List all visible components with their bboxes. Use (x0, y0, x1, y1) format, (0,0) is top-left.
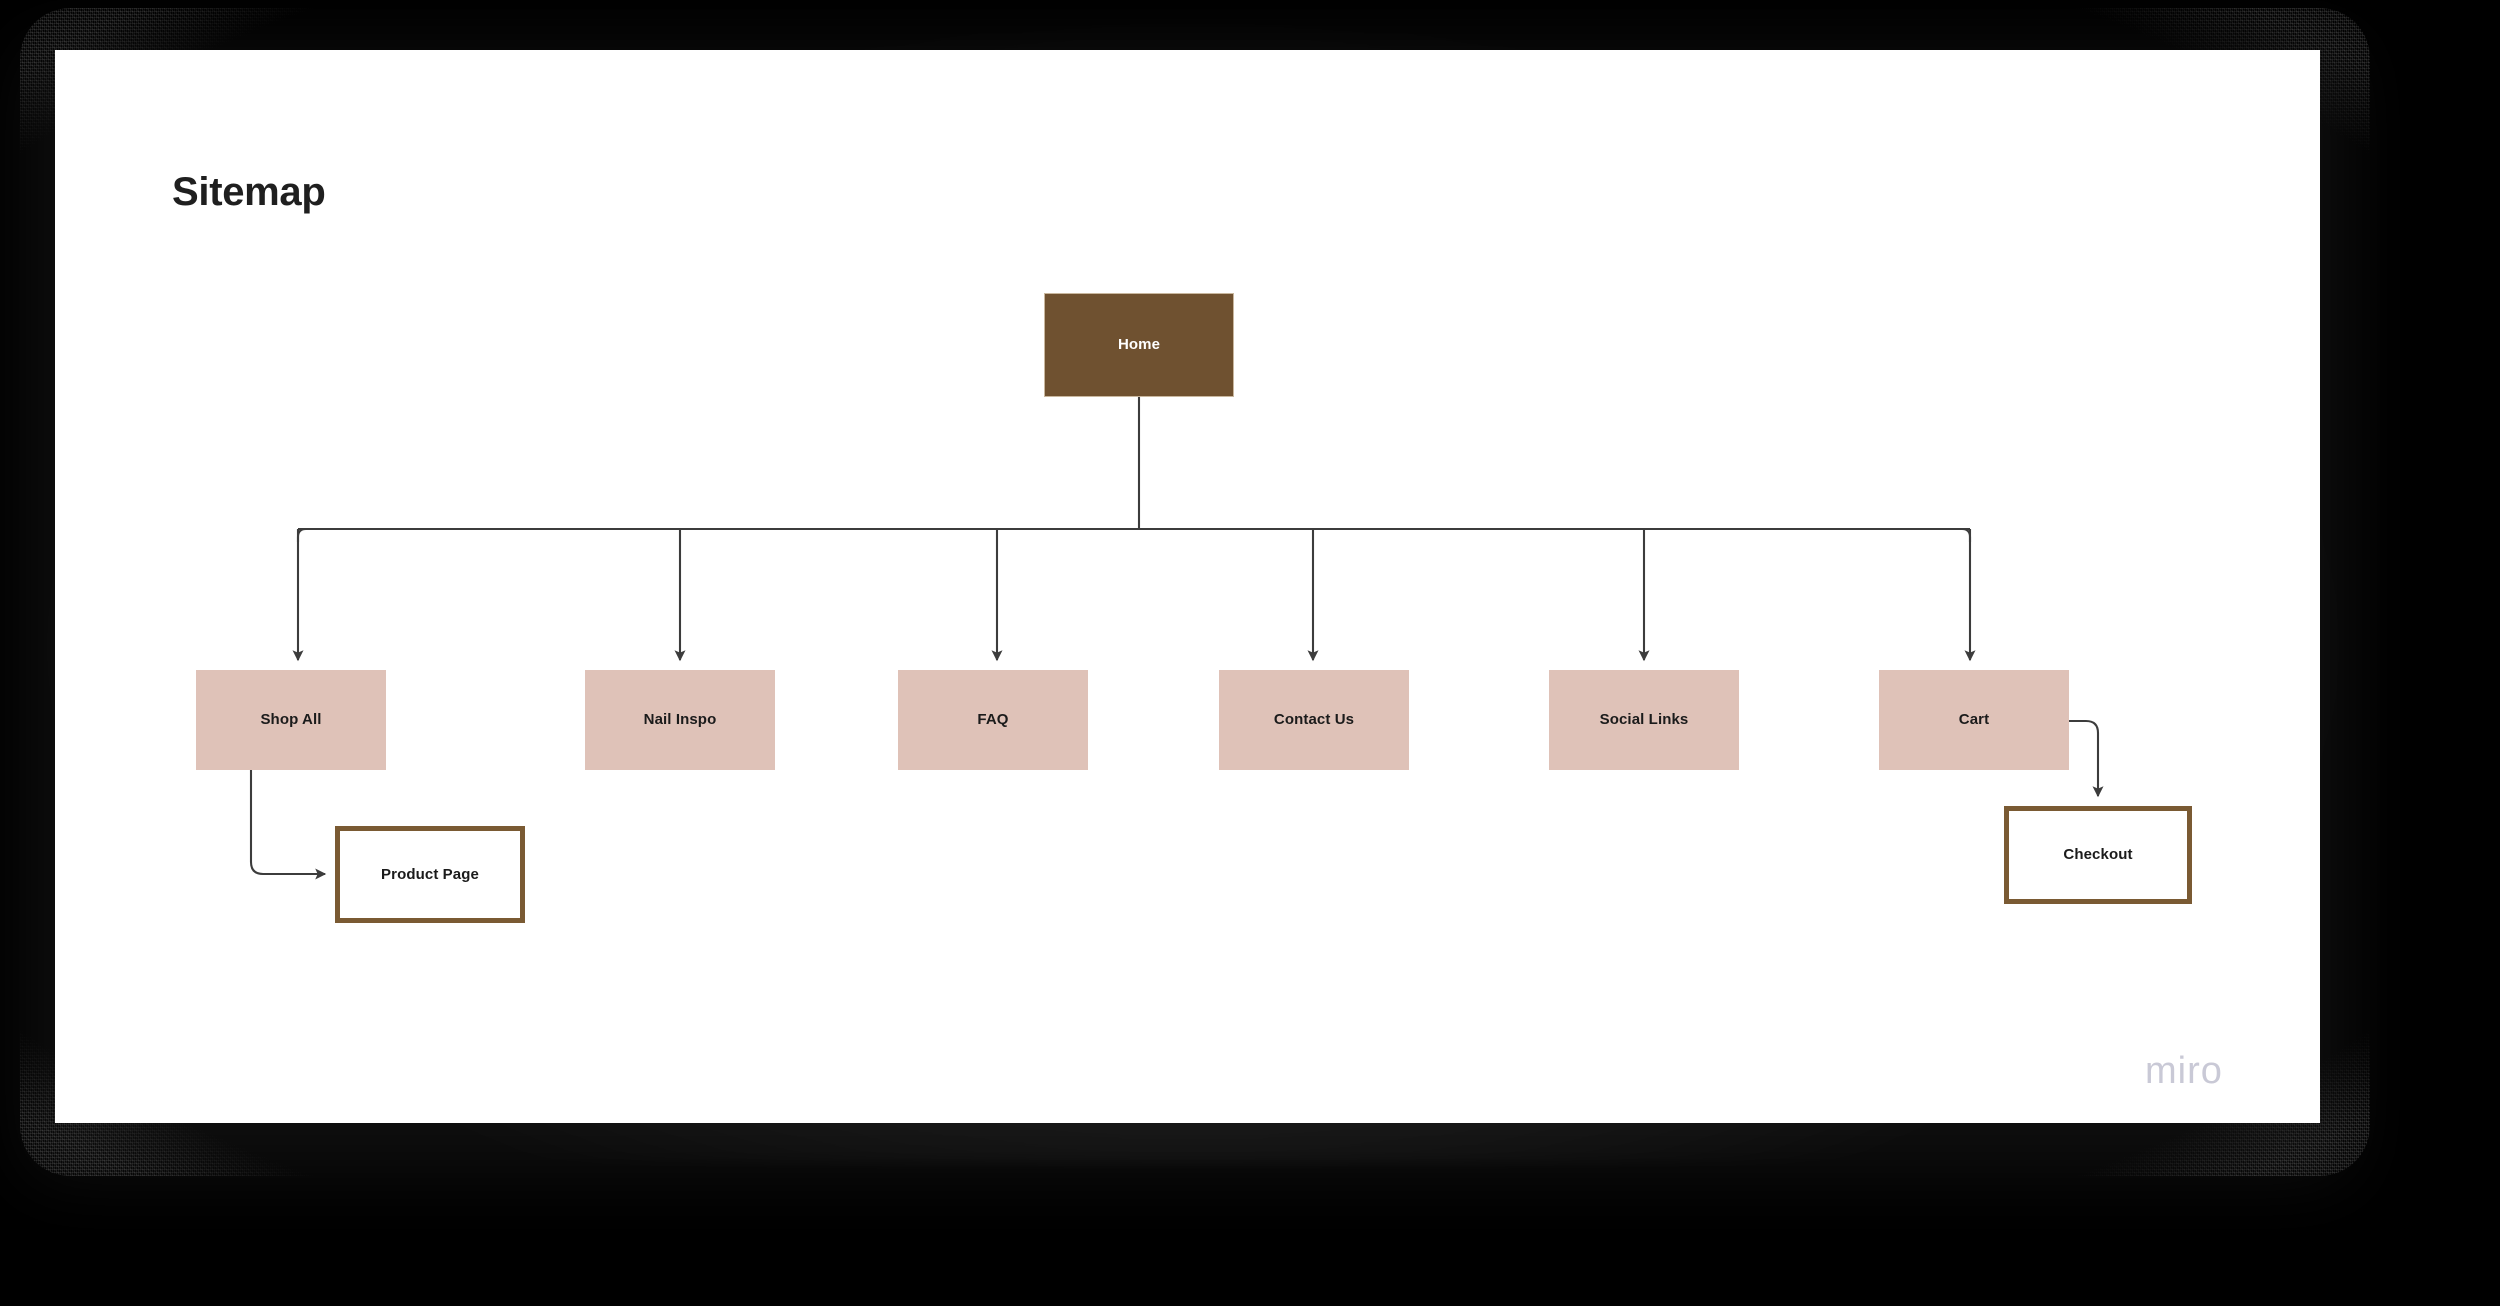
node-shop-all[interactable]: Shop All (196, 670, 386, 770)
node-faq-label: FAQ (977, 711, 1009, 728)
node-shop-all-label: Shop All (260, 711, 322, 728)
node-product-page-label: Product Page (381, 865, 479, 883)
node-faq[interactable]: FAQ (898, 670, 1088, 770)
node-checkout[interactable]: Checkout (2004, 806, 2192, 904)
node-social-links[interactable]: Social Links (1549, 670, 1739, 770)
edge-bus-corner-right (1961, 527, 1972, 542)
node-nail-inspo[interactable]: Nail Inspo (585, 670, 775, 770)
node-social-links-label: Social Links (1599, 711, 1689, 728)
page-title: Sitemap (172, 170, 326, 214)
node-cart-label: Cart (1958, 711, 1990, 728)
node-product-page[interactable]: Product Page (335, 826, 525, 923)
node-checkout-label: Checkout (2063, 846, 2133, 863)
connector-layer (249, 397, 2104, 880)
edge-bus-corner-left (296, 527, 307, 542)
node-contact-us-label: Contact Us (1273, 711, 1355, 728)
node-nail-inspo-label: Nail Inspo (643, 711, 717, 728)
node-home-label: Home (1117, 336, 1161, 353)
node-home[interactable]: Home (1044, 293, 1234, 397)
node-contact-us[interactable]: Contact Us (1219, 670, 1409, 770)
board-canvas[interactable]: Sitemap (55, 50, 2320, 1123)
miro-watermark: miro (2145, 1050, 2223, 1092)
edge-shop-all-to-product-page (249, 770, 327, 880)
edge-cart-to-checkout (2069, 719, 2104, 798)
node-cart[interactable]: Cart (1879, 670, 2069, 770)
